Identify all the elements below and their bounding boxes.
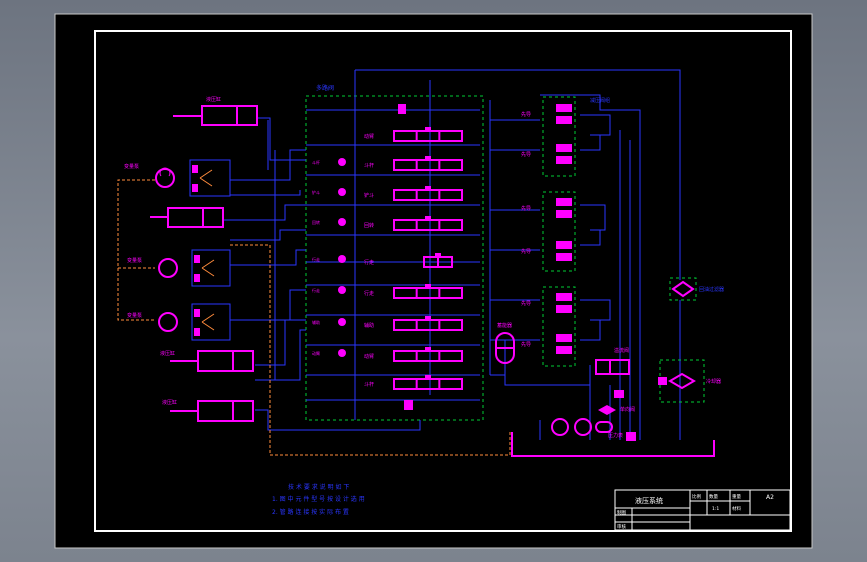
valve-row-label: 动臂 (364, 353, 374, 360)
pilot-valve-pair: 先导 (521, 104, 572, 124)
cylinder-1 (173, 105, 258, 126)
accumulator (495, 332, 515, 364)
valve-row: 斗杆 (364, 375, 463, 390)
title-block-drawn: 制图 (617, 509, 626, 516)
title-block-scale: 1:1 (712, 506, 719, 512)
pilot-valve-label: 先导 (521, 205, 531, 212)
valve-row-label: 行走 (364, 259, 374, 266)
main-pump-unit (551, 418, 613, 436)
reducing-group-1 (542, 96, 576, 177)
pilot-valve-label: 先导 (521, 300, 531, 307)
valve-row-label: 斗杆 (364, 162, 374, 169)
side-valve-label: 斗杆 (312, 159, 320, 165)
valve-block-label: 多路阀 (316, 84, 334, 92)
pilot-valve-label: 先导 (521, 111, 531, 118)
filter (669, 277, 697, 301)
cylinder-2 (170, 350, 254, 372)
valve-row: 动臂 (364, 127, 463, 142)
accumulator-label: 蓄能器 (497, 322, 512, 329)
valve-row-label: 行走 (364, 290, 374, 297)
valve-row-label: 铲斗 (364, 192, 374, 199)
valve-row-label: 动臂 (364, 133, 374, 140)
drawing-canvas (54, 13, 813, 549)
reducing-group-3 (542, 286, 576, 367)
valve-row-label: 回转 (364, 222, 374, 229)
pump-2 (158, 249, 231, 287)
tank-line (511, 432, 715, 457)
drawing-border (94, 30, 792, 532)
pilot-valve-pair: 先导 (521, 293, 572, 313)
title-block (614, 489, 791, 531)
side-valve-label: 行走 (312, 256, 320, 262)
check-valve-symbol (598, 405, 616, 415)
relief-valve (595, 359, 630, 375)
side-valve-label: 铲斗 (312, 189, 320, 195)
check-label: 单向阀 (620, 406, 635, 413)
right-group-label: 减压阀组 (590, 97, 610, 104)
pilot-lines (117, 179, 511, 456)
pump-2-label: 变量泵 (127, 257, 142, 264)
pump-1 (155, 159, 231, 197)
cooler (658, 359, 705, 403)
side-valve-label: 辅助 (312, 319, 320, 325)
cylinder-4 (150, 207, 224, 228)
pump-1-label: 变量泵 (124, 163, 139, 170)
title-block-c4: 材料 (732, 505, 741, 512)
filter-label: 回油过滤器 (699, 286, 724, 293)
cylinder-2-label: 液压缸 (160, 350, 175, 357)
cylinder-3-label: 液压缸 (162, 399, 177, 406)
valve-block-boundary (305, 95, 484, 421)
cylinder-3 (170, 400, 254, 422)
top-pilot-valve (398, 104, 406, 114)
notes-line-2: 2. 管 路 连 接 按 实 际 布 置 (272, 508, 349, 516)
pilot-valve-pair: 先导 (521, 198, 572, 218)
title-block-c3: 重量 (732, 493, 741, 500)
bottom-pilot-valve (404, 400, 413, 410)
valve-row-label: 斗杆 (364, 381, 374, 388)
pressure-gauge (626, 432, 636, 441)
relief-label: 溢流阀 (614, 347, 629, 354)
pilot-valve-label: 先导 (521, 341, 531, 348)
pipe-network (224, 69, 681, 440)
title-block-c2: 数量 (709, 493, 718, 500)
side-valve-label: 动臂 (312, 350, 320, 356)
pilot-valve-label: 先导 (521, 248, 531, 255)
cooler-label: 冷却器 (706, 378, 721, 385)
cylinder-1-label: 液压缸 (206, 96, 221, 103)
pilot-valve-pair: 先导 (521, 144, 572, 164)
pressure-label: 压力表 (608, 432, 623, 439)
side-valve-label: 行走 (312, 287, 320, 293)
notes-line-1: 1. 图 中 元 件 型 号 按 设 计 选 用 (272, 495, 365, 503)
title-block-checked: 审核 (617, 523, 626, 530)
title-block-c1: 比例 (692, 493, 701, 500)
valve-row-label: 辅助 (364, 322, 374, 329)
title-block-name: 液压系统 (635, 496, 663, 505)
title-block-sheet: A2 (766, 494, 774, 501)
side-valve-label: 回转 (312, 219, 320, 225)
pilot-valve-pair: 先导 (521, 241, 572, 261)
notes-title: 技 术 要 求 说 明 如 下 (288, 483, 349, 491)
pilot-valve-label: 先导 (521, 151, 531, 158)
small-valve (614, 390, 624, 398)
pump-3-label: 变量泵 (127, 312, 142, 319)
reducing-group-2 (542, 191, 576, 272)
pilot-valve-pair: 先导 (521, 334, 572, 354)
pump-3 (158, 303, 231, 341)
